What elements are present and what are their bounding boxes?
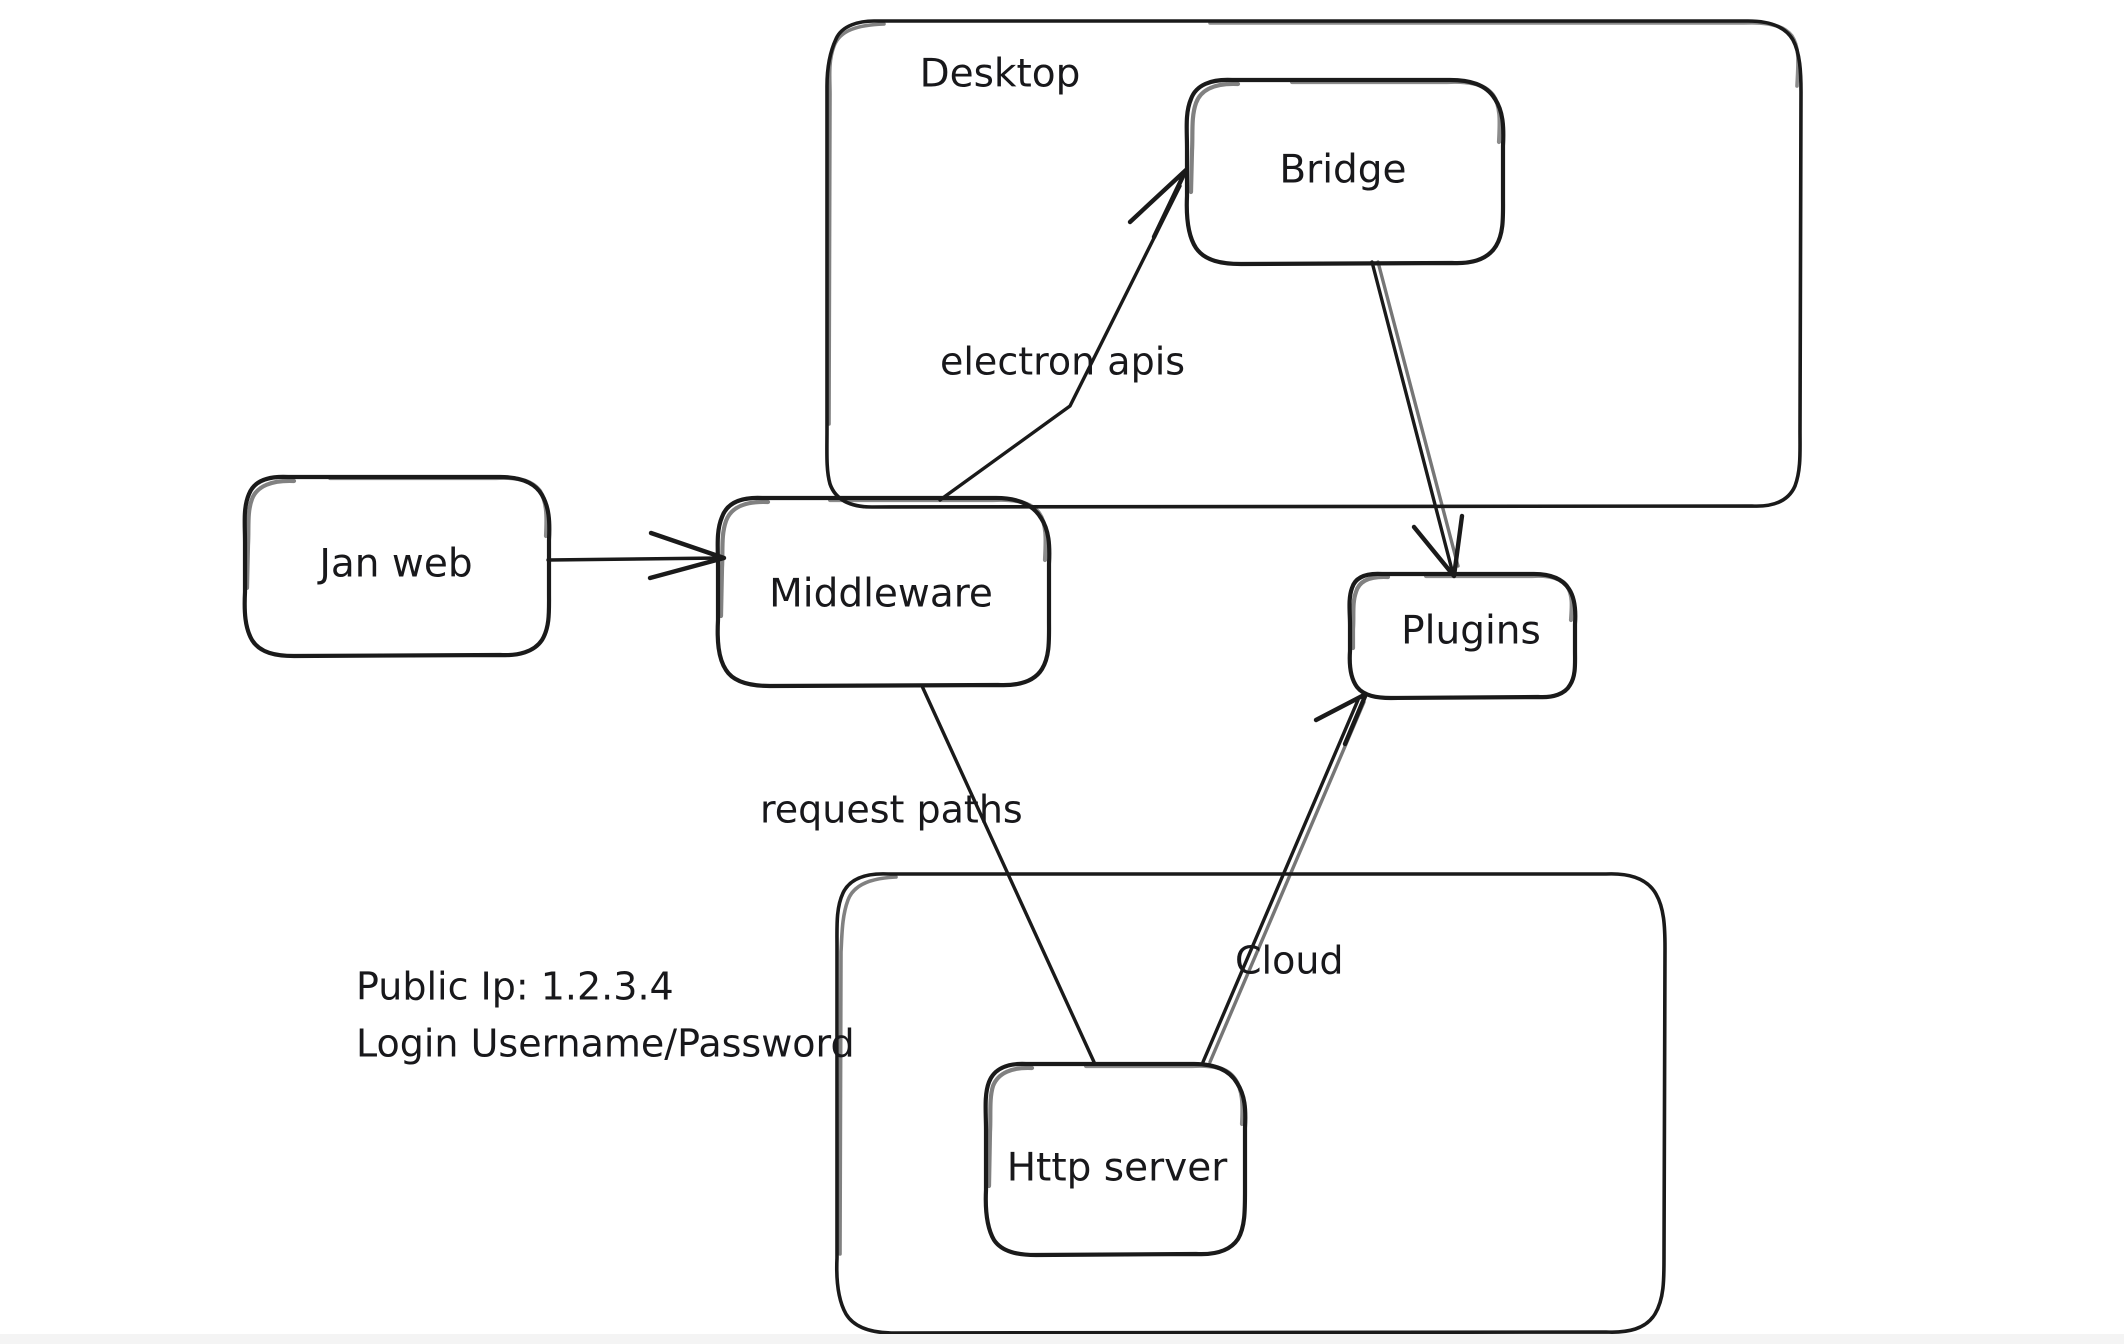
- container-desktop[interactable]: Desktop: [825, 19, 1803, 509]
- node-http-server[interactable]: Http server: [983, 1061, 1248, 1258]
- edge-middleware-to-bridge[interactable]: electron apis: [938, 167, 1189, 502]
- request-paths-edge-label: request paths: [760, 788, 1023, 832]
- canvas-bottom-edge: [0, 1334, 2124, 1344]
- node-plugins[interactable]: Plugins: [1347, 571, 1578, 701]
- http-server-box-outline-echo2: [1083, 1063, 1245, 1127]
- node-bridge[interactable]: Bridge: [1184, 77, 1506, 267]
- cloud-container-outline-echo: [838, 875, 898, 1256]
- jan-web-box-outline-echo: [244, 478, 297, 591]
- jan-web-box-outline-echo2: [327, 475, 549, 539]
- edge-httpserver-to-plugins[interactable]: [1201, 691, 1369, 1064]
- middleware-label: Middleware: [769, 572, 993, 617]
- desktop-container-label: Desktop: [920, 52, 1081, 97]
- cloud-container-outline: [834, 872, 1667, 1335]
- plugins-box-outline-echo2: [1423, 573, 1574, 623]
- edge-janweb-to-middleware[interactable]: [546, 530, 727, 581]
- jan-web-label: Jan web: [316, 542, 472, 587]
- httpserver-plugins-line: [1201, 698, 1360, 1064]
- httpserver-plugins-line-echo: [1208, 700, 1366, 1064]
- public-ip-note: Public Ip: 1.2.3.4: [356, 965, 674, 1009]
- http-server-label: Http server: [1007, 1146, 1228, 1191]
- bridge-label: Bridge: [1279, 148, 1406, 193]
- desktop-container-outline-echo: [827, 22, 886, 426]
- desktop-container-outline-echo2: [1208, 20, 1800, 88]
- login-credentials-note: Login Username/Password: [356, 1022, 855, 1066]
- annotation-notes: Public Ip: 1.2.3.4 Login Username/Passwo…: [356, 965, 855, 1066]
- bridge-box-outline-echo2: [1289, 79, 1502, 145]
- electron-apis-edge-label: electron apis: [940, 340, 1185, 384]
- janweb-middleware-line: [546, 556, 724, 562]
- edge-middleware-to-httpserver[interactable]: request paths: [760, 684, 1096, 1064]
- middleware-box-outline-echo: [718, 499, 771, 619]
- middleware-box-outline-echo2: [827, 497, 1048, 563]
- bridge-plugins-arrowhead: [1411, 513, 1465, 579]
- plugins-label: Plugins: [1401, 609, 1541, 654]
- node-jan-web[interactable]: Jan web: [242, 474, 552, 659]
- janweb-middleware-arrowhead: [647, 530, 727, 581]
- http-server-box-outline-echo: [986, 1065, 1035, 1189]
- middleware-httpserver-line: [920, 684, 1096, 1064]
- middleware-bridge-line: [938, 184, 1182, 502]
- plugins-box-outline-echo: [1350, 574, 1391, 651]
- container-cloud[interactable]: Cloud: [834, 872, 1667, 1335]
- node-middleware[interactable]: Middleware: [715, 495, 1052, 689]
- bridge-box-outline-echo: [1188, 81, 1241, 195]
- bridge-plugins-line: [1370, 260, 1454, 572]
- bridge-plugins-line-echo: [1376, 260, 1460, 568]
- edge-bridge-to-plugins[interactable]: [1370, 260, 1465, 579]
- middleware-bridge-arrowhead: [1127, 167, 1189, 240]
